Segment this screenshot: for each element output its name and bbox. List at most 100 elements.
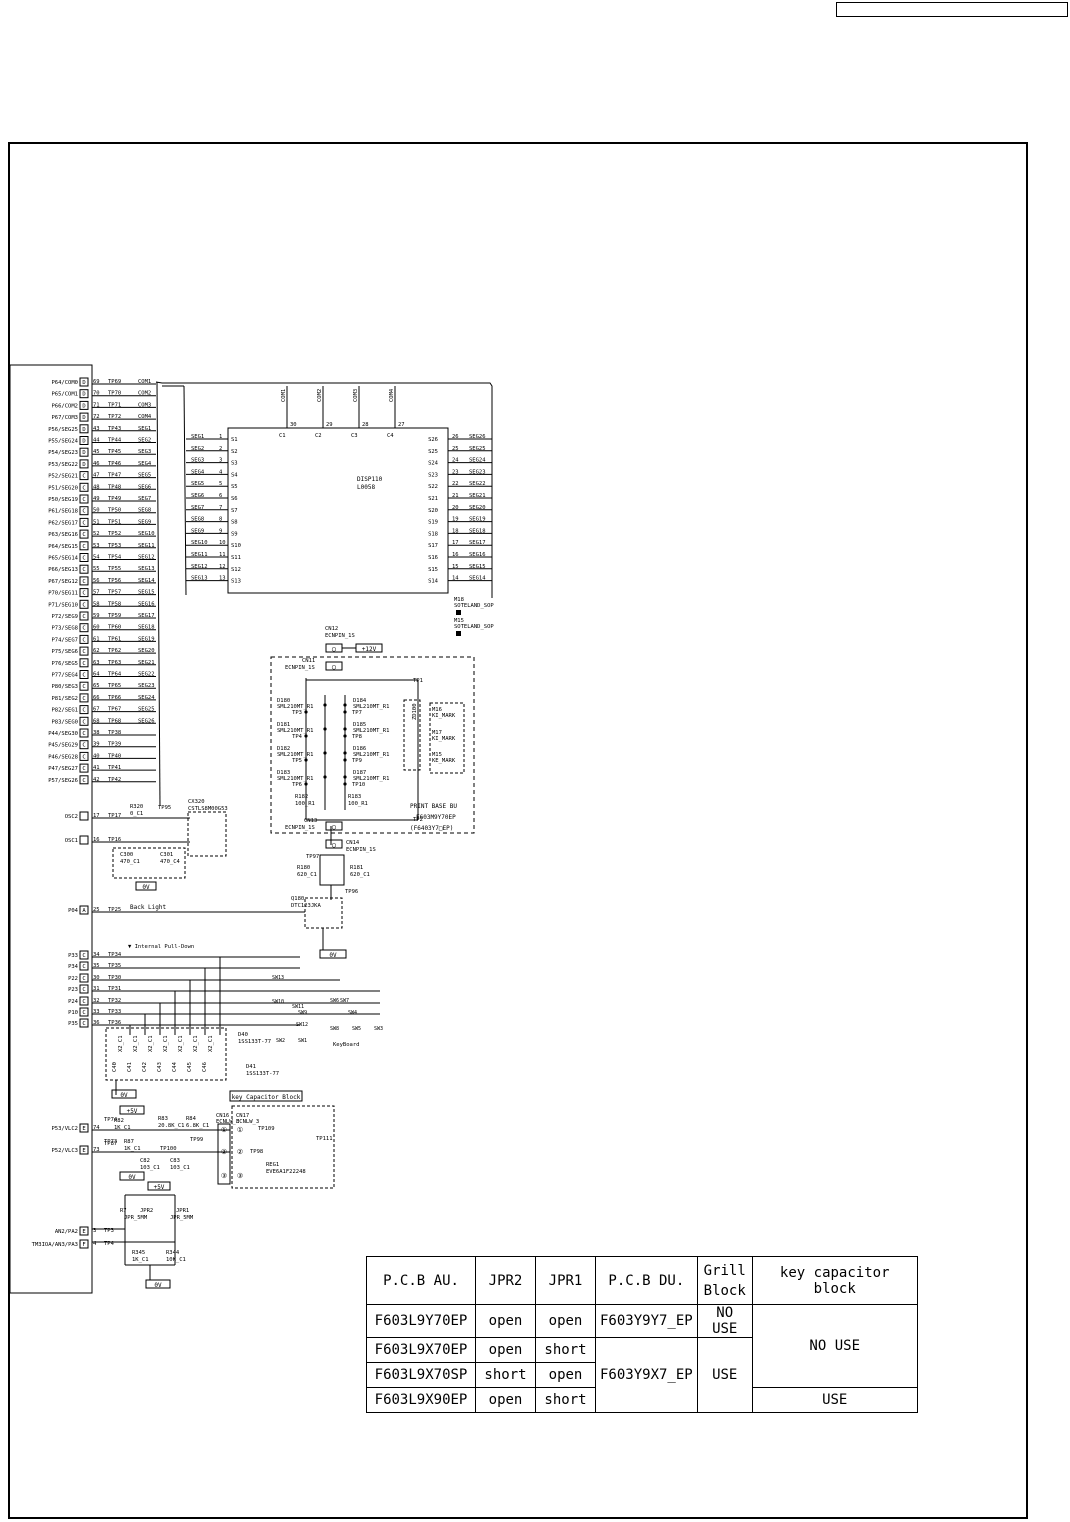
mcu-pin-box (79, 658, 89, 668)
mcu-pin-name: P75/SEG6 (52, 649, 79, 655)
lcd-seg-net: SEG20 (469, 505, 486, 511)
mcu-pin-number: 70 (93, 391, 100, 397)
mcu-net-label: COM1 (138, 379, 151, 385)
mcu-pin-name: P35 (68, 1021, 78, 1027)
mcu-test-point: TP55 (108, 566, 121, 572)
lcd-seg-num: 21 (452, 493, 459, 499)
mcu-pin-box (79, 740, 89, 750)
table-row: F603L9X70EP open short F603Y9X7_EP USE (366, 1337, 918, 1413)
mcu-test-point: TP17 (108, 813, 121, 819)
mcu-pin-type: C (82, 719, 85, 725)
junction-dot (304, 734, 308, 738)
lcd-seg-pin: S23 (428, 472, 438, 478)
mcu-pin-number: 31 (93, 986, 100, 992)
mcu-pin-box (79, 973, 89, 983)
connector-pin: ③ (221, 1172, 227, 1180)
junction-dot (343, 703, 347, 707)
led-ref: D182 (277, 746, 290, 752)
connector-pin: ① (221, 1126, 227, 1134)
mcu-pin-name: P67/COM3 (52, 415, 79, 421)
lcd-seg-net: SEG14 (469, 576, 486, 582)
mcu-net-label: SEG17 (138, 613, 155, 619)
mcu-net-label: COM3 (138, 402, 151, 408)
backlight-label: Back Light (130, 904, 167, 911)
diode-part: 1SS133T-77 (246, 1071, 279, 1077)
test-point: TP6 (292, 782, 302, 788)
test-point: TP5 (292, 758, 302, 764)
led-ref: D180 (277, 698, 290, 704)
capacitor-value: X2_C1 (118, 1035, 124, 1052)
cell-jpr1: short (535, 1387, 596, 1413)
mcu-pin-box (79, 811, 89, 821)
junction-dot (323, 727, 327, 731)
lcd-seg-num: 1 (219, 434, 222, 440)
junction-dot (304, 782, 308, 786)
mcu-pin-number: 68 (93, 718, 100, 724)
mcu-pin-box (79, 1239, 89, 1249)
mcu-pin-box (79, 541, 89, 551)
lcd-seg-num: 16 (452, 552, 459, 558)
lcd-seg-pin: S6 (231, 496, 238, 502)
mcu-pin-type: D (82, 427, 85, 433)
mcu-pin-box (79, 1226, 89, 1236)
mcu-pin-number: 48 (93, 484, 100, 490)
mcu-pin-name: P67/SEG12 (48, 579, 78, 585)
resistor-ref: R345 (132, 1250, 145, 1256)
board-part: (F6403Y7□EP) (410, 825, 453, 832)
jumper-ref: JPR1 (176, 1208, 189, 1214)
mcu-pin-number: 54 (93, 555, 100, 561)
mcu-pin-type: C (82, 999, 85, 1005)
mcu-test-point: TP41 (108, 765, 121, 771)
mcu-body (9, 364, 93, 1294)
header-jpr1: JPR1 (535, 1256, 596, 1305)
mcu-pin-name: P33 (68, 953, 78, 959)
diode-ref: D41 (246, 1064, 256, 1070)
mcu-pin-type: C (82, 1021, 85, 1027)
connector-label: CN13 (304, 818, 317, 824)
mcu-pin-name: P22 (68, 976, 78, 982)
connector-label: CN16 (216, 1113, 229, 1119)
pull-down-note: ▼ Internal Pull-Down (128, 944, 194, 950)
cell-kcb-use: USE (751, 1387, 918, 1413)
mcu-pin-box (79, 646, 89, 656)
mcu-pin-name: P53/SEG22 (48, 462, 78, 468)
mcu-test-point: TP42 (108, 777, 121, 783)
test-point: TP95 (158, 805, 171, 811)
mcu-pin-number: 59 (93, 613, 100, 619)
mcu-pin-type: C (82, 708, 85, 714)
mcu-test-point: TP72 (108, 414, 121, 420)
capacitor-ref: C45 (187, 1062, 193, 1072)
resistor-value: 1K_C1 (114, 1125, 131, 1131)
mcu-pin-number: 25 (93, 907, 100, 913)
table-row: F603L9Y70EP open open F603Y9Y7_EP NO USE… (366, 1304, 918, 1388)
mcu-pin-number: 17 (93, 813, 100, 819)
mcu-pin-type: A (82, 908, 86, 914)
lcd-seg-num: 8 (219, 517, 222, 523)
mcu-net-label: COM2 (138, 391, 151, 397)
mcu-test-point: TP4 (104, 1241, 115, 1247)
mcu-pin-box (79, 681, 89, 691)
lcd-seg-pin: S4 (231, 472, 238, 478)
mcu-pin-name: P72/SEG9 (52, 614, 79, 620)
junction-dot (343, 710, 347, 714)
header-jpr2: JPR2 (475, 1256, 536, 1305)
led-ref: D183 (277, 770, 290, 776)
junction-dot (343, 775, 347, 779)
mcu-pin-box (79, 564, 89, 574)
mcu-test-point: TP40 (108, 753, 121, 759)
mcu-pin-type: F (82, 1242, 85, 1248)
mcu-pin-type: C (82, 964, 85, 970)
diode-ref: D40 (238, 1032, 248, 1038)
lcd-seg-net: SEG11 (191, 552, 208, 558)
mcu-pin-name: P80/SEG3 (52, 684, 79, 690)
mcu-pin-name: P65/COM1 (52, 392, 79, 398)
mcu-pin-box (79, 1145, 89, 1155)
mcu-pin-type: C (82, 520, 85, 526)
mcu-pin-number: 42 (93, 777, 100, 783)
board-title: PRINT BASE BU (410, 803, 457, 810)
mcu-pin-type: C (82, 532, 85, 538)
mcu-pin-box (79, 424, 89, 434)
cell-pcb-au: F603L9X90EP (366, 1387, 476, 1413)
lcd-seg-pin: S24 (428, 461, 439, 467)
